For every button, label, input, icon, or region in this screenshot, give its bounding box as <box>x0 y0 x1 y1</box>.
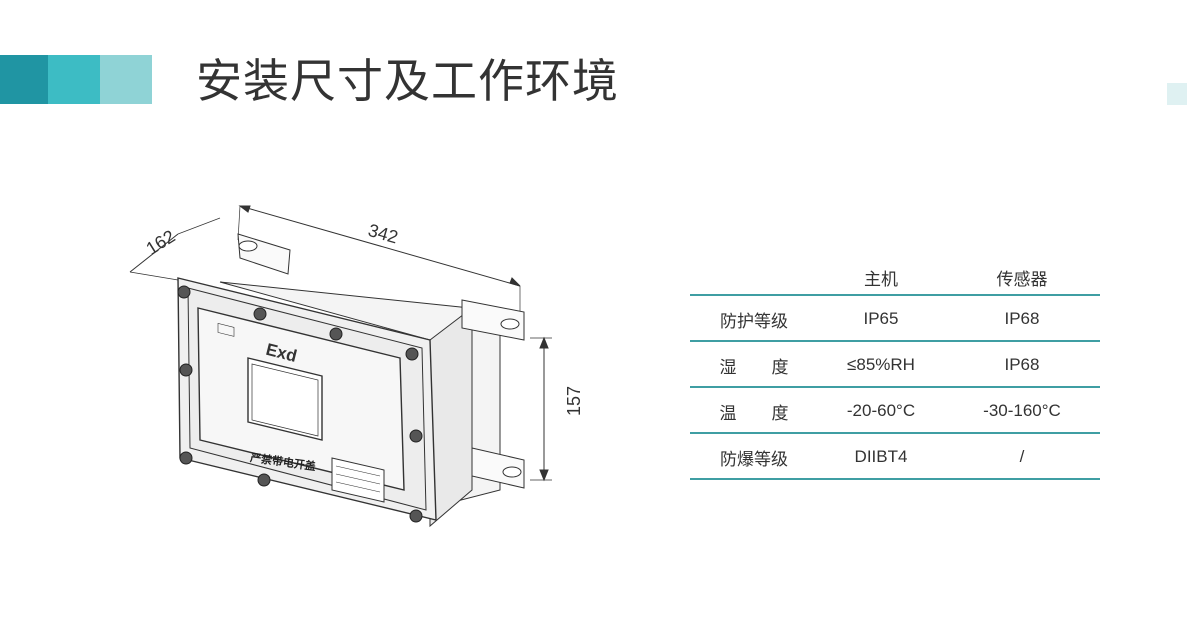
dim-depth-label: 162 <box>143 226 179 259</box>
row-host-value: -20-60°C <box>846 401 916 420</box>
row-label: 防护等级 <box>720 311 788 332</box>
title-accent-dark <box>0 55 48 104</box>
table-row: 湿度 ≤85%RH IP68 <box>690 342 1100 388</box>
table-rule <box>690 432 1100 434</box>
title-accent-mid <box>48 55 100 104</box>
bolt-icon <box>405 347 419 361</box>
page-title: 安装尺寸及工作环境 <box>196 54 619 108</box>
row-sensor-value: / <box>1019 447 1025 466</box>
table-row: 防爆等级 DIIBT4 / <box>690 434 1100 480</box>
bolt-icon <box>329 327 343 341</box>
spec-table: 主机 传感器 防护等级 IP65 IP68 湿度 ≤85%RH IP68 温度 … <box>690 258 1100 480</box>
row-host-value: DIIBT4 <box>854 447 908 466</box>
enclosure-drawing: 162 342 157 Exd 严禁带电开盖 <box>129 205 584 528</box>
row-label: 温度 <box>719 403 824 424</box>
header-sensor: 传感器 <box>996 269 1048 290</box>
spec-table-header: 主机 传感器 <box>690 258 1100 296</box>
bolt-icon <box>179 363 193 377</box>
bolt-icon <box>409 509 423 523</box>
table-row: 防护等级 IP65 IP68 <box>690 296 1100 342</box>
title-accent-light <box>100 55 152 104</box>
corner-decoration <box>1167 83 1187 105</box>
bolt-icon <box>257 473 271 487</box>
bolt-icon <box>253 307 267 321</box>
dim-line-depth <box>129 233 179 273</box>
row-label: 湿度 <box>719 357 824 378</box>
header-host: 主机 <box>864 269 898 290</box>
table-row: 温度 -20-60°C -30-160°C <box>690 388 1100 434</box>
dim-height-label: 157 <box>564 386 584 416</box>
bolt-icon <box>409 429 423 443</box>
row-sensor-value: -30-160°C <box>983 401 1061 420</box>
bolt-icon <box>177 285 191 299</box>
table-rule <box>690 340 1100 342</box>
dim-line-width <box>239 205 521 287</box>
table-rule <box>690 294 1100 296</box>
row-host-value: ≤85%RH <box>847 355 915 374</box>
row-sensor-value: IP68 <box>1004 309 1040 328</box>
table-rule <box>690 478 1100 480</box>
header-label <box>690 258 818 296</box>
row-host-value: IP65 <box>863 309 899 328</box>
row-label: 防爆等级 <box>720 449 788 470</box>
bolt-icon <box>179 451 193 465</box>
table-rule <box>690 386 1100 388</box>
row-sensor-value: IP68 <box>1004 355 1040 374</box>
